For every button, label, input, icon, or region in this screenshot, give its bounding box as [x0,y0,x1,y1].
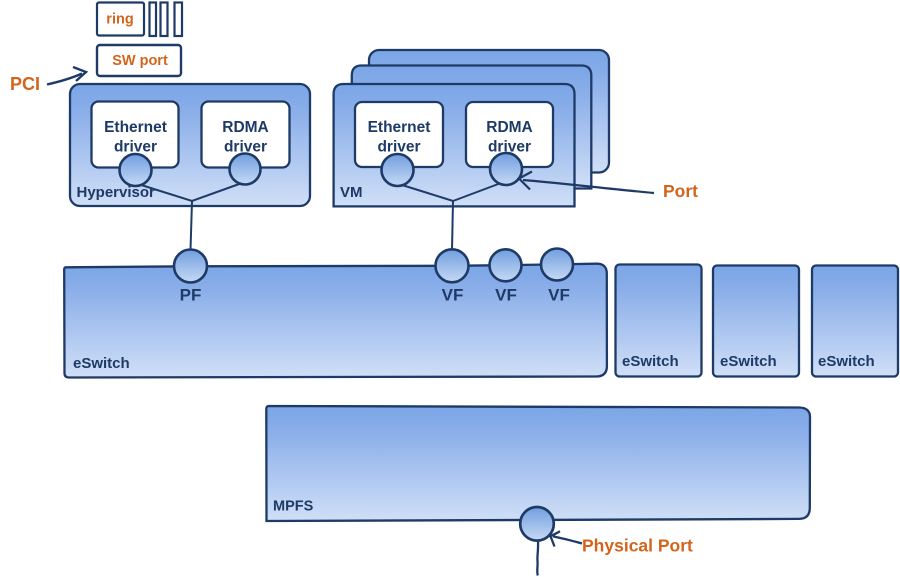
svg-text:PCI: PCI [10,74,40,94]
svg-text:Ethernet: Ethernet [104,119,167,136]
svg-text:Physical Port: Physical Port [582,536,693,556]
svg-text:driver: driver [114,139,157,156]
svg-text:driver: driver [377,139,420,156]
svg-text:VF: VF [442,286,464,305]
svg-text:MPFS: MPFS [273,499,314,515]
svg-text:ring: ring [106,12,133,28]
svg-text:driver: driver [488,139,531,156]
svg-text:eSwitch: eSwitch [720,353,777,370]
svg-text:PF: PF [180,286,202,305]
svg-text:Port: Port [663,181,698,201]
svg-text:Hypervisor: Hypervisor [77,184,156,201]
svg-text:VM: VM [340,184,363,201]
svg-text:SW port: SW port [112,53,168,69]
svg-text:eSwitch: eSwitch [622,353,679,370]
svg-text:VF: VF [495,286,517,305]
svg-text:RDMA: RDMA [486,119,533,136]
svg-text:eSwitch: eSwitch [818,353,875,370]
svg-text:VF: VF [548,286,570,305]
svg-text:eSwitch: eSwitch [73,355,130,372]
svg-text:Ethernet: Ethernet [368,119,431,136]
svg-text:RDMA: RDMA [222,119,269,136]
svg-text:driver: driver [224,139,267,156]
